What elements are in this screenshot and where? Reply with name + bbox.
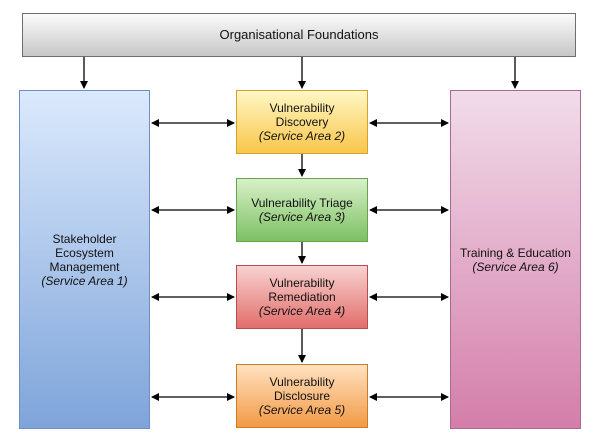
remediation-service-area: (Service Area 4) (258, 304, 346, 318)
stakeholder-management-box: Stakeholder Ecosystem Management (Servic… (19, 90, 150, 429)
triage-line-1: Vulnerability Triage (251, 196, 353, 210)
discovery-service-area: (Service Area 2) (258, 129, 346, 143)
vulnerability-remediation-box: Vulnerability Remediation (Service Area … (236, 265, 368, 329)
triage-service-area: (Service Area 3) (258, 210, 346, 224)
stakeholder-line-2: Ecosystem (55, 245, 114, 260)
training-service-area: (Service Area 6) (472, 259, 559, 274)
organisational-foundations-box: Organisational Foundations (22, 13, 576, 57)
disclosure-line-2: Disclosure (273, 389, 330, 403)
stakeholder-service-area: (Service Area 1) (41, 273, 128, 288)
remediation-line-1: Vulnerability (269, 276, 335, 290)
foundations-label: Organisational Foundations (219, 27, 379, 42)
vulnerability-discovery-box: Vulnerability Discovery (Service Area 2) (236, 90, 368, 154)
training-education-box: Training & Education (Service Area 6) (450, 90, 581, 429)
training-line-1: Training & Education (460, 245, 571, 260)
vulnerability-disclosure-box: Vulnerability Disclosure (Service Area 5… (236, 364, 368, 428)
vulnerability-triage-box: Vulnerability Triage (Service Area 3) (236, 178, 368, 242)
stakeholder-line-1: Stakeholder (52, 231, 117, 246)
stakeholder-line-3: Management (49, 259, 120, 274)
remediation-line-2: Remediation (268, 290, 336, 304)
disclosure-service-area: (Service Area 5) (258, 403, 346, 417)
discovery-line-2: Discovery (275, 115, 329, 129)
discovery-line-1: Vulnerability (269, 101, 335, 115)
disclosure-line-1: Vulnerability (269, 375, 335, 389)
